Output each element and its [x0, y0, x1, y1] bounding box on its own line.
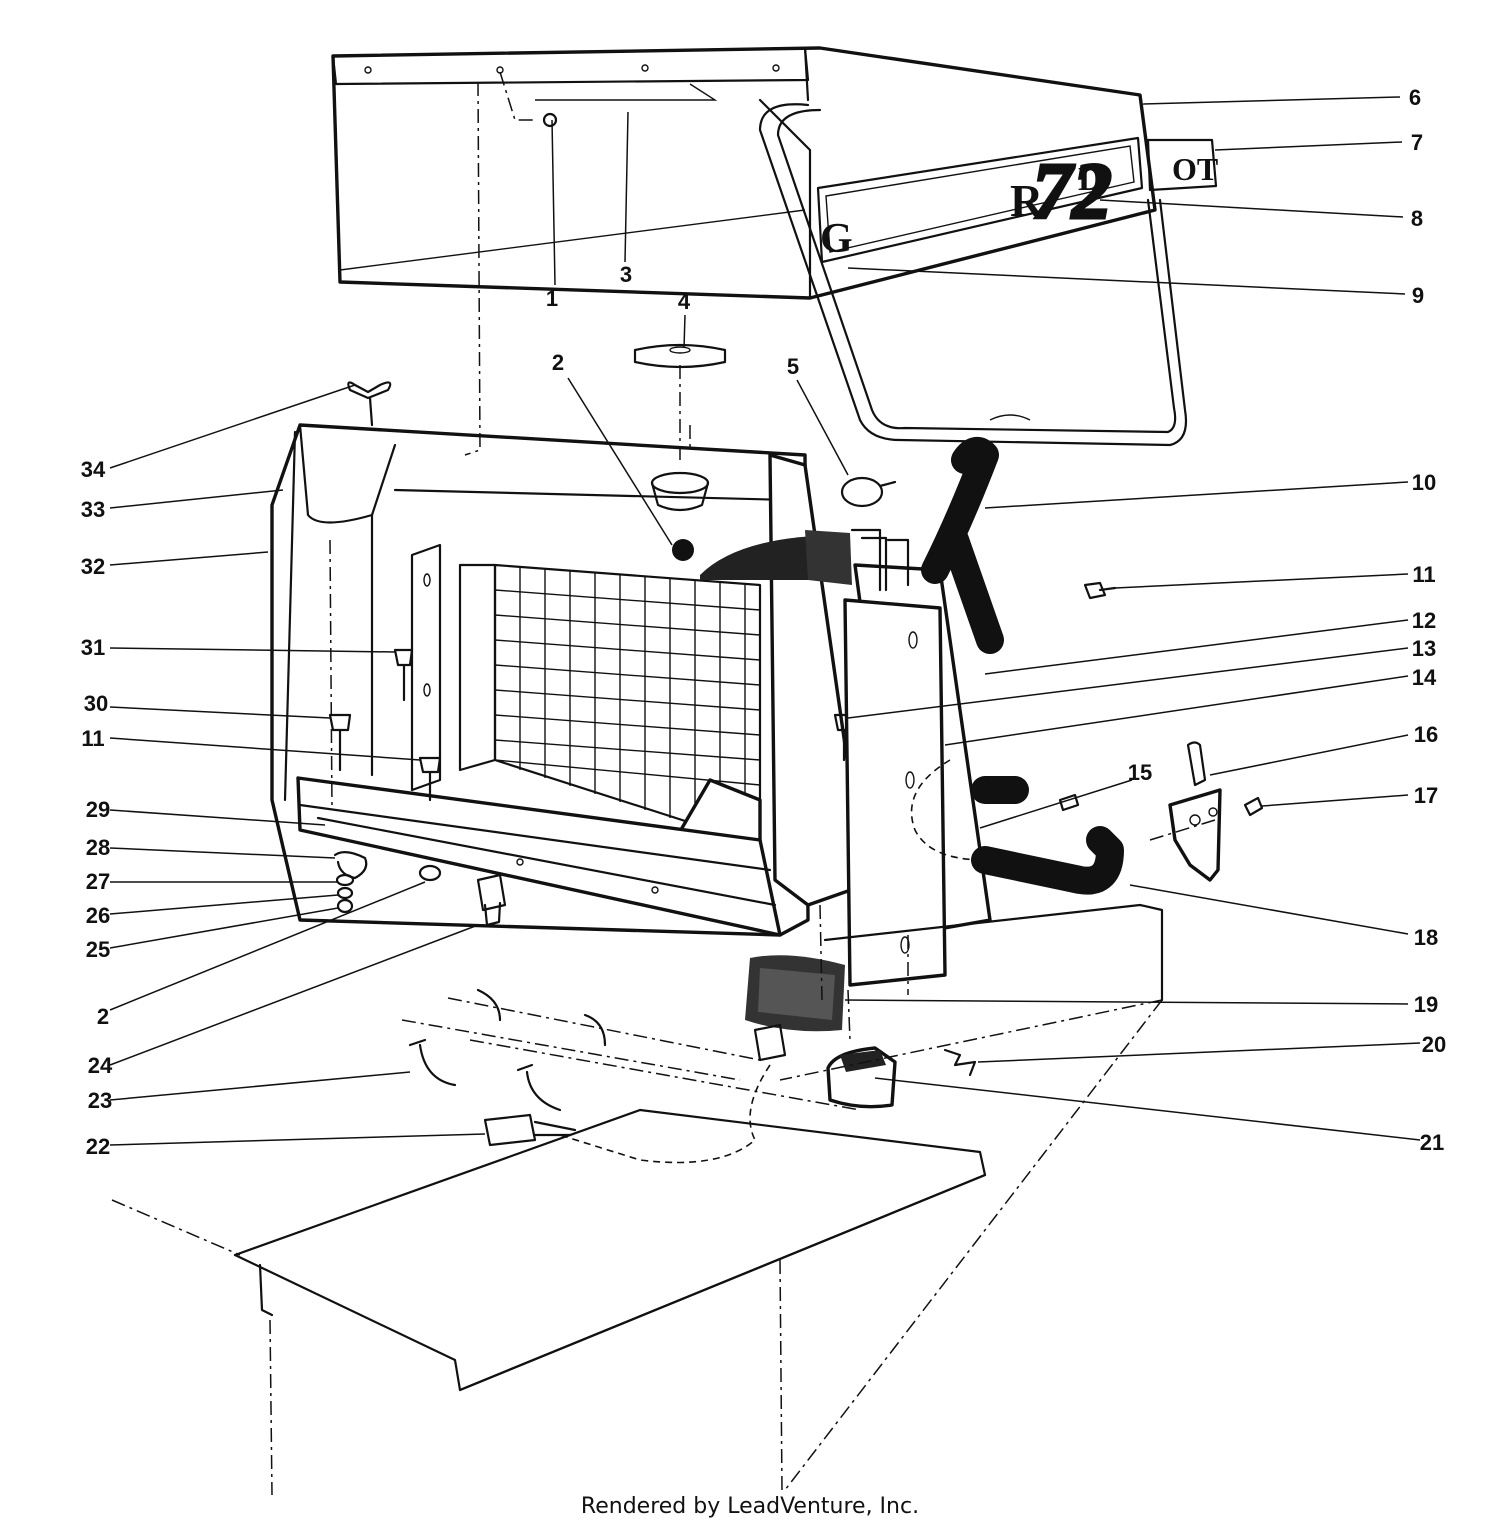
callout-17: 17 — [1414, 783, 1438, 808]
callout-10: 10 — [1412, 470, 1436, 495]
decal-72: 72 — [1032, 148, 1112, 236]
callout-2-lower: 2 — [97, 1004, 109, 1029]
callout-11-left: 11 — [81, 726, 104, 751]
decal-ot: OT — [1172, 151, 1218, 187]
callout-29: 29 — [86, 797, 110, 822]
callout-7: 7 — [1411, 130, 1423, 155]
callout-18: 18 — [1414, 925, 1438, 950]
callout-11: 11 — [1412, 562, 1435, 587]
callout-25: 25 — [86, 937, 110, 962]
callout-12: 12 — [1412, 608, 1436, 633]
callout-31: 31 — [81, 635, 105, 660]
callout-30: 30 — [84, 691, 108, 716]
hood — [331, 46, 1218, 447]
decal-lettering: G R 72 D OT — [820, 147, 1218, 263]
callout-23: 23 — [88, 1088, 112, 1113]
callout-27: 27 — [86, 869, 110, 894]
callout-28: 28 — [86, 835, 110, 860]
credit-footer: Rendered by LeadVenture, Inc. — [580, 1494, 920, 1519]
decal-d: D — [1078, 161, 1103, 198]
decal-r: R — [1010, 175, 1044, 226]
callout-24: 24 — [88, 1053, 113, 1078]
callout-21: 21 — [1420, 1130, 1444, 1155]
callout-16: 16 — [1414, 722, 1438, 747]
callout-5: 5 — [787, 354, 799, 379]
leader-lines — [109, 96, 1421, 1146]
radiator-grille — [494, 567, 761, 842]
callout-32: 32 — [81, 554, 105, 579]
callout-8: 8 — [1411, 206, 1423, 231]
hoses — [840, 437, 1124, 895]
callout-1: 1 — [546, 286, 558, 311]
callout-6: 6 — [1409, 85, 1421, 110]
callout-33: 33 — [81, 497, 105, 522]
callout-4: 4 — [678, 289, 691, 314]
hardware — [333, 112, 1264, 1164]
callout-14: 14 — [1412, 665, 1437, 690]
callout-19: 19 — [1414, 992, 1438, 1017]
callout-34: 34 — [81, 457, 106, 482]
callout-3: 3 — [620, 262, 632, 287]
frame — [111, 71, 1216, 1496]
callout-9: 9 — [1412, 283, 1424, 308]
callout-2: 2 — [552, 350, 564, 375]
callout-15: 15 — [1128, 760, 1152, 785]
callout-20: 20 — [1422, 1032, 1446, 1057]
shroud-assembly — [270, 423, 992, 987]
callout-labels: 1 2 3 4 5 6 7 8 9 10 11 12 13 14 15 16 1… — [81, 85, 1446, 1159]
callout-13: 13 — [1412, 636, 1436, 661]
callout-22: 22 — [86, 1134, 110, 1159]
decal-g: G — [820, 216, 853, 262]
callout-26: 26 — [86, 903, 110, 928]
